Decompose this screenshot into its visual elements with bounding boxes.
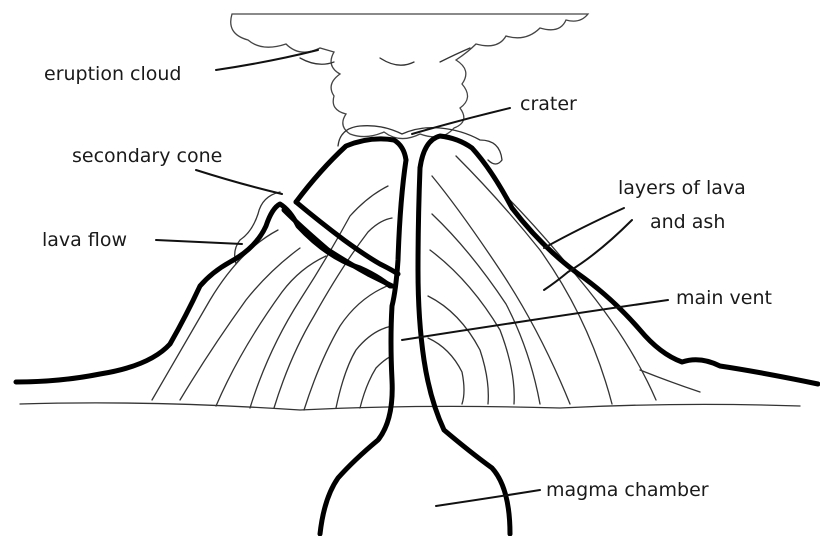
label-eruption-cloud: eruption cloud bbox=[44, 63, 182, 85]
leader-magma-chamber bbox=[436, 490, 540, 506]
leader-secondary-cone bbox=[196, 170, 282, 194]
leader-layers-1 bbox=[544, 208, 624, 248]
label-crater: crater bbox=[520, 93, 577, 115]
label-secondary-cone: secondary cone bbox=[72, 145, 222, 167]
main-vent-right bbox=[418, 168, 510, 534]
leader-lava-flow bbox=[156, 240, 242, 244]
main-vent-left bbox=[320, 160, 406, 534]
secondary-cone-wall bbox=[296, 139, 406, 202]
label-layers-line1: layers of lava bbox=[618, 177, 746, 199]
main-vent-right-wall bbox=[420, 136, 818, 384]
label-layers-line2: and ash bbox=[650, 211, 725, 233]
label-main-vent: main vent bbox=[676, 287, 772, 309]
ground-line bbox=[20, 403, 800, 410]
label-magma-chamber: magma chamber bbox=[546, 479, 709, 501]
eruption-cloud-shape bbox=[231, 14, 588, 139]
label-lava-flow: lava flow bbox=[42, 229, 127, 251]
